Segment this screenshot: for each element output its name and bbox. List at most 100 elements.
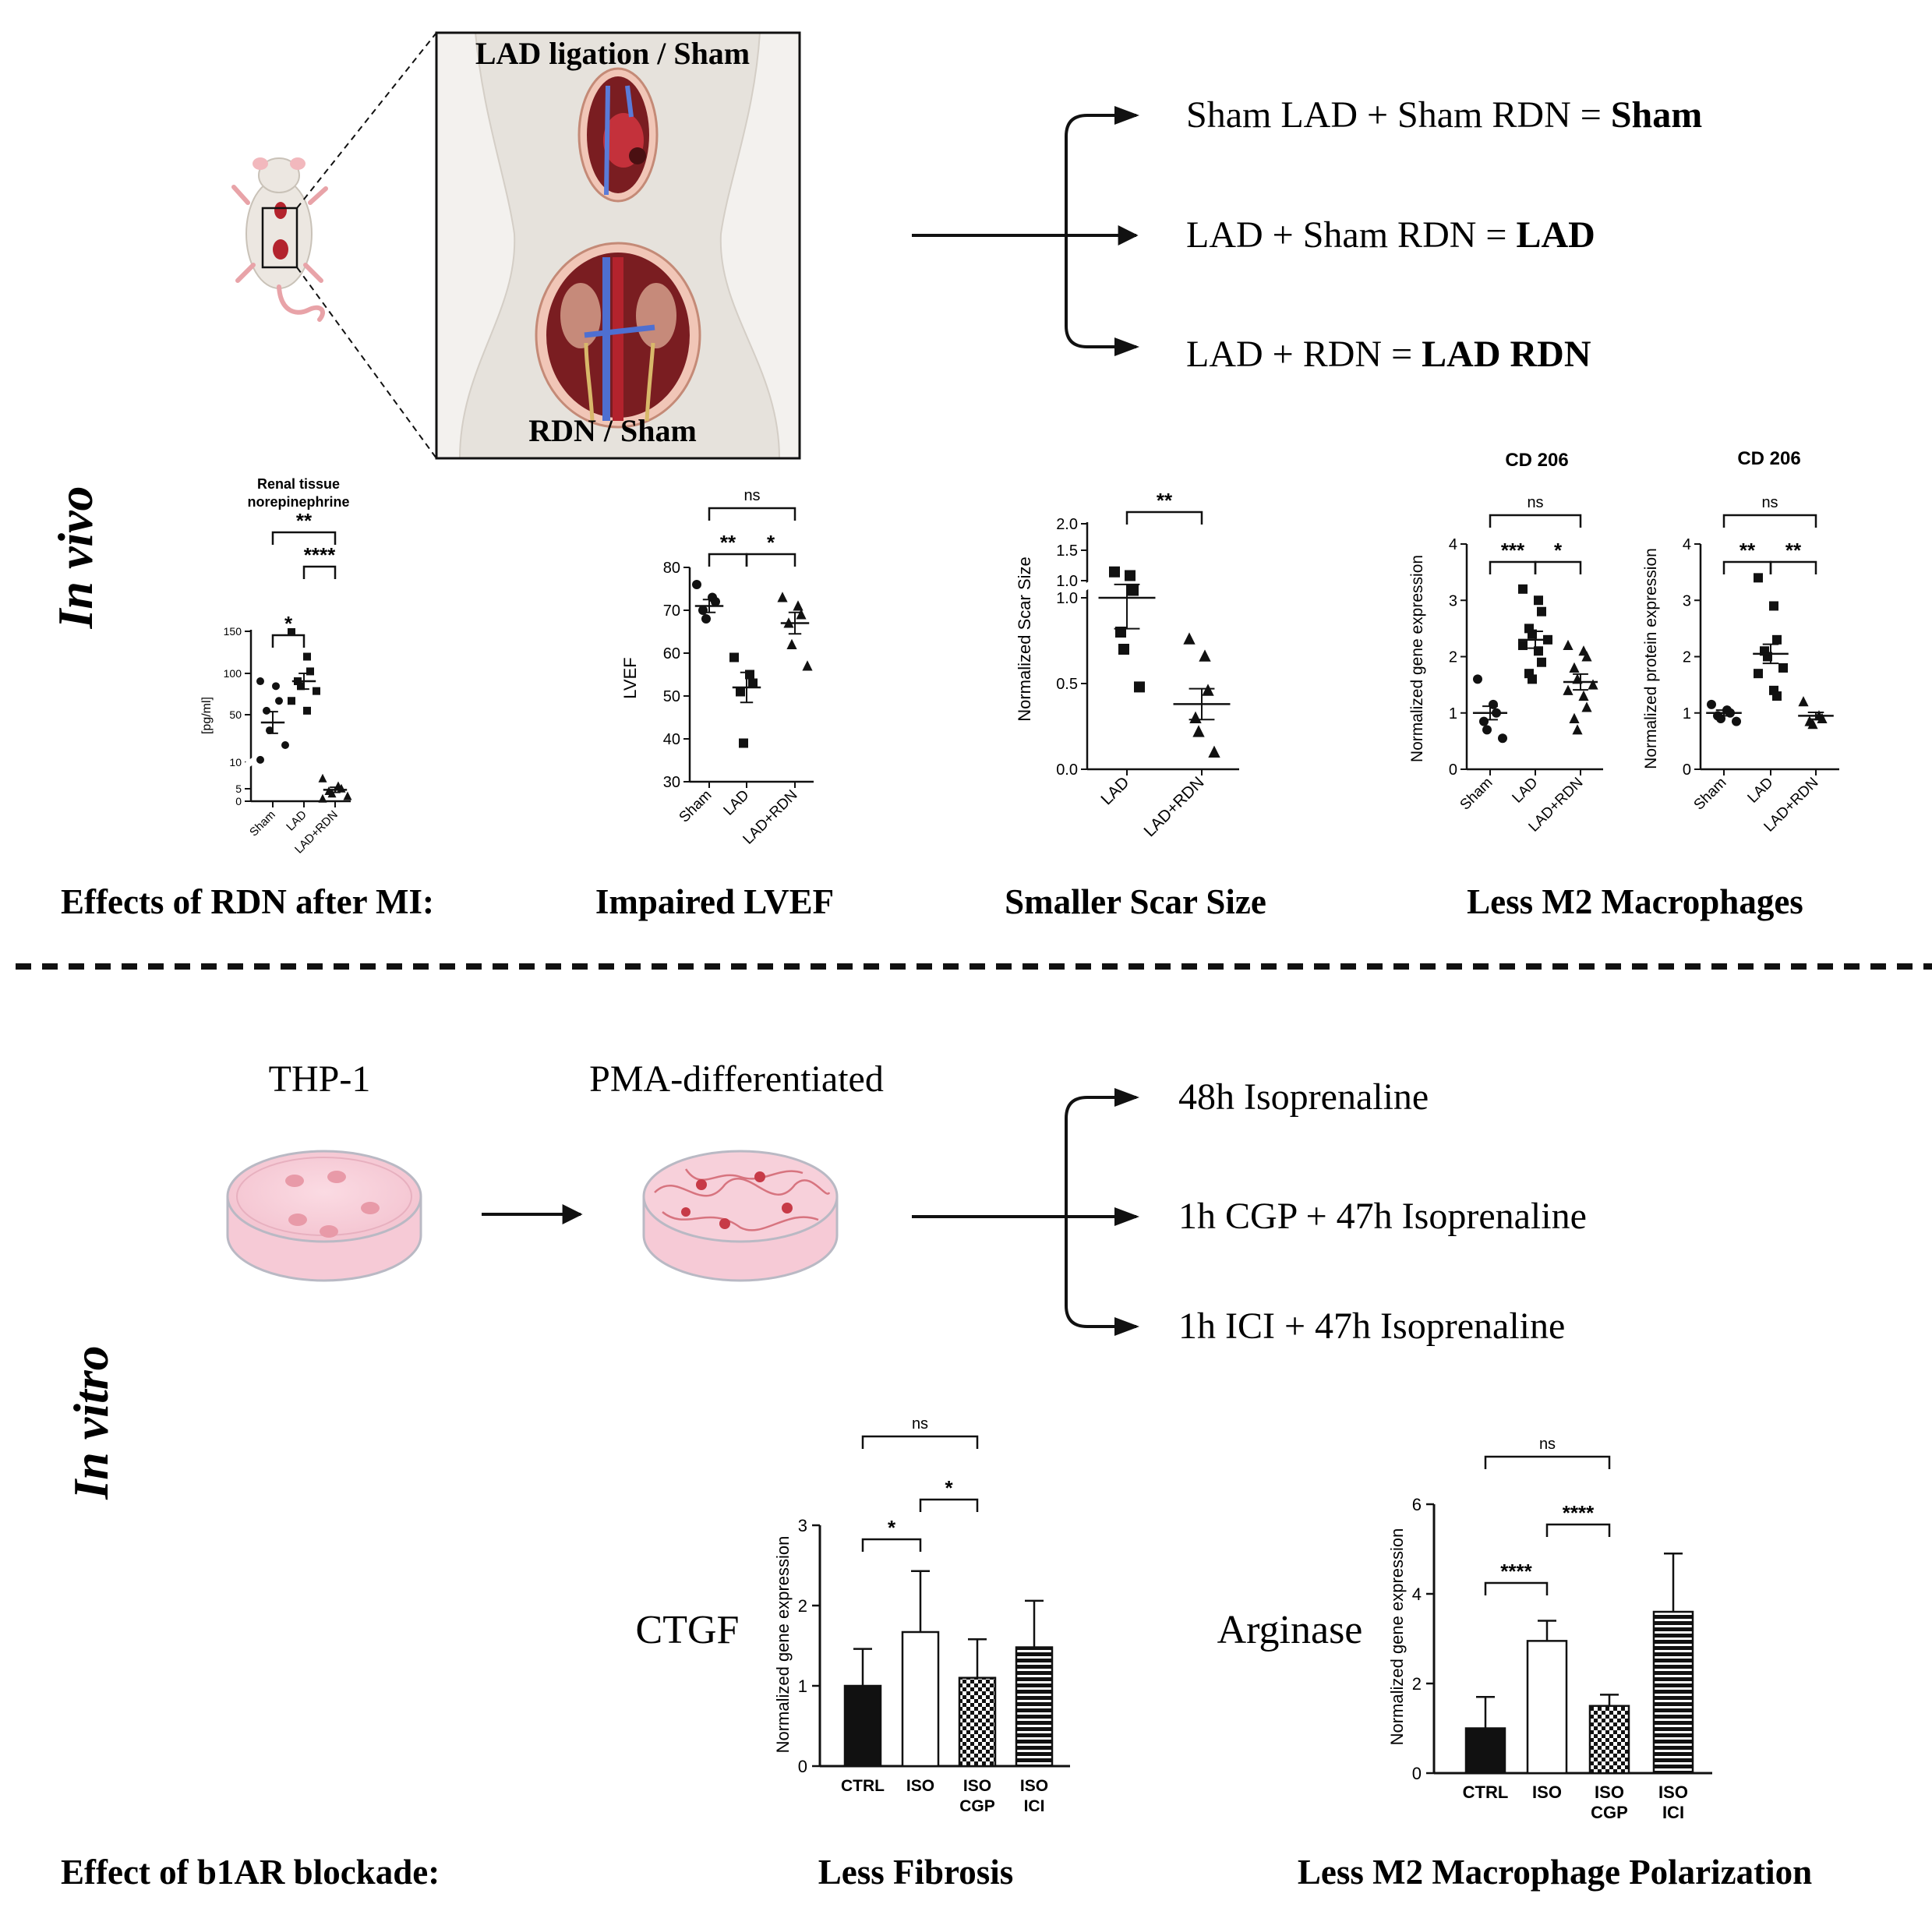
y-tick-label: 80 [663, 560, 680, 577]
y-tick-label: 1.5 [1056, 542, 1078, 560]
y-tick-label: 1 [1683, 705, 1691, 722]
y-tick-label: 0 [1412, 1764, 1422, 1783]
data-point [1569, 662, 1580, 673]
x-tick-label: ISO [1532, 1782, 1562, 1802]
significance-label: ** [1740, 539, 1756, 562]
y-tick-label: 0 [1683, 761, 1691, 779]
x-tick-label: ISO [1658, 1782, 1688, 1802]
significance-bracket [1489, 514, 1582, 528]
data-point [272, 682, 280, 691]
x-tick-label: LAD [1510, 775, 1542, 807]
zoom-line-bottom [296, 267, 437, 459]
significance-bracket [1545, 1523, 1611, 1537]
thp1-label: THP-1 [269, 1058, 371, 1100]
y-tick-label: 0 [235, 795, 242, 807]
data-point [1482, 725, 1492, 735]
significance-bracket [745, 553, 796, 567]
bar [1652, 1610, 1694, 1775]
data-point [1563, 639, 1574, 651]
significance-label: ns [1527, 494, 1543, 511]
significance-bracket [1722, 514, 1817, 528]
bar [843, 1684, 882, 1768]
y-tick-label: 1.0 [1056, 590, 1078, 607]
bar [1015, 1646, 1054, 1768]
y-tick-label: 6 [1412, 1495, 1422, 1514]
y-tick-label: 2 [798, 1596, 807, 1616]
bracket-arrowheads [1114, 106, 1139, 356]
y-axis-label: Normalized protein expression [1642, 548, 1660, 769]
y-tick-label: 0 [798, 1757, 807, 1776]
y-tick-label: 2 [1449, 649, 1457, 666]
y-tick-label: 2 [1683, 649, 1691, 666]
x-tick-label: ICI [1662, 1803, 1684, 1822]
bar [958, 1676, 997, 1768]
data-point [793, 600, 804, 611]
data-point [275, 697, 283, 705]
vitro-arrowheads [1114, 1088, 1139, 1336]
vitro-group-bracket [912, 1096, 1136, 1328]
data-point [1798, 696, 1809, 707]
bar [901, 1630, 940, 1768]
x-tick-label: ISO [906, 1777, 934, 1795]
significance-bracket [271, 634, 306, 648]
data-point [263, 706, 270, 715]
axis-break [1080, 580, 1094, 592]
vivo-group-sham: Sham LAD + Sham RDN = Sham [1186, 94, 1702, 136]
caption-less-m2-pol: Less M2 Macrophage Polarization [1298, 1853, 1812, 1892]
x-tick-label: LAD [1097, 773, 1132, 808]
caption-effect-b1ar: Effect of b1AR blockade: [61, 1853, 440, 1892]
vivo-group-bracket [912, 114, 1139, 348]
x-tick-label: ISO [1595, 1782, 1624, 1802]
significance-label: ns [1539, 1436, 1556, 1453]
vivo-group-lad-rdn: LAD + RDN = LAD RDN [1186, 334, 1591, 375]
lad-ligation-label: LAD ligation / Sham [475, 36, 750, 71]
significance-label: * [1554, 539, 1563, 562]
data-point [1202, 684, 1214, 696]
x-tick-label: LAD [1745, 775, 1777, 807]
zoom-line-top [296, 32, 437, 209]
y-tick-label: 1 [1449, 705, 1457, 722]
data-point [303, 706, 311, 715]
caption-smaller-scar: Smaller Scar Size [1005, 882, 1266, 921]
data-point [1772, 691, 1782, 701]
data-point [1578, 690, 1589, 701]
data-point [1109, 566, 1120, 578]
y-axis-label: LVEF [620, 657, 640, 698]
y-tick-label: 60 [663, 645, 680, 662]
significance-bracket [1489, 560, 1537, 574]
caption-impaired-lvef: Impaired LVEF [595, 882, 834, 921]
data-point [701, 614, 711, 624]
data-point [1192, 725, 1205, 737]
x-tick-label: LAD [284, 808, 309, 834]
significance-label: ** [1157, 489, 1173, 512]
data-point [1754, 573, 1763, 583]
y-axis-label: Normalized gene expression [1387, 1528, 1407, 1746]
y-axis-label: Normalized gene expression [773, 1536, 793, 1754]
significance-bracket [271, 531, 337, 545]
data-point [1807, 719, 1818, 730]
data-point [1707, 699, 1716, 709]
data-point [736, 687, 745, 697]
significance-bracket [1125, 511, 1203, 525]
x-tick-label: LAD [721, 787, 753, 819]
significance-label: * [767, 531, 775, 554]
significance-bracket [1722, 560, 1772, 574]
y-axis-label: Normalized gene expression [1408, 555, 1426, 762]
y-tick-label: 50 [663, 688, 680, 705]
y-tick-label: 150 [224, 625, 242, 638]
thp1-dish [226, 1150, 422, 1282]
pma-label: PMA-differentiated [589, 1058, 884, 1100]
significance-label: ** [1785, 539, 1802, 562]
x-tick-label: CTRL [841, 1777, 885, 1795]
data-point [1588, 679, 1598, 690]
caption-effects-rdn: Effects of RDN after MI: [61, 882, 434, 921]
data-point [1134, 681, 1145, 693]
data-point [1528, 674, 1537, 684]
data-point [306, 667, 314, 676]
significance-label: *** [1501, 539, 1525, 562]
x-tick-label: Sham [1691, 775, 1730, 814]
significance-bracket [919, 1498, 979, 1512]
bar [1526, 1640, 1568, 1775]
data-point [1183, 632, 1196, 645]
